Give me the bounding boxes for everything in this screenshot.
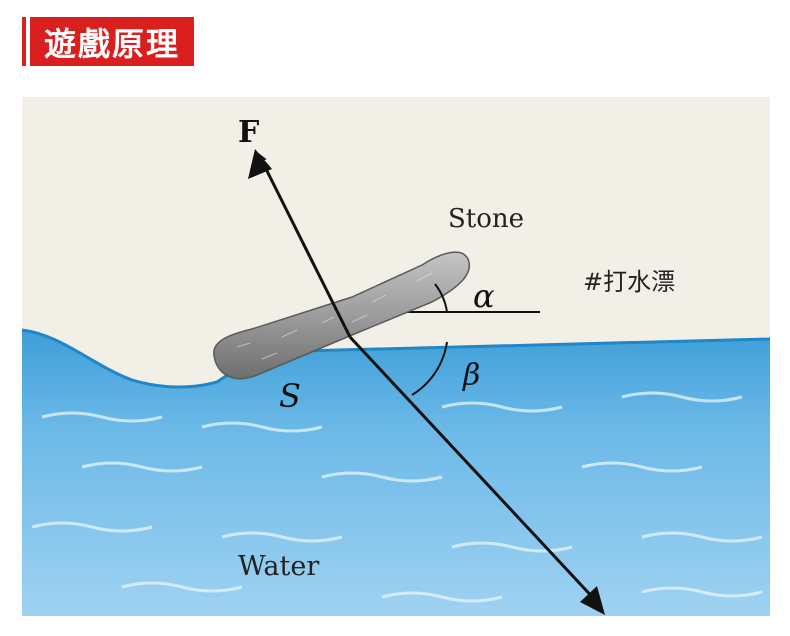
force-arrowhead [248,149,272,179]
velocity-arrowhead [580,586,605,615]
physics-diagram: F Stone α β S Water #打水漂 [22,97,770,616]
section-title: 遊戲原理 [30,17,195,66]
beta-label: β [462,358,480,393]
velocity-arrow [348,335,599,604]
header-accent-bar [22,17,26,66]
s-label: S [279,377,301,415]
alpha-angle-arc [434,283,448,313]
stone [213,251,471,380]
section-header: 遊戲原理 [22,17,237,66]
water-body [22,330,770,616]
water-ripples [31,391,763,603]
force-arrow [257,152,352,338]
stone-label: Stone [448,204,524,234]
hashtag-label: #打水漂 [583,268,675,296]
beta-angle-arc [411,341,448,396]
water-surface [22,328,770,389]
force-label: F [238,115,259,150]
alpha-label: α [473,277,495,315]
water-label: Water [238,551,319,582]
